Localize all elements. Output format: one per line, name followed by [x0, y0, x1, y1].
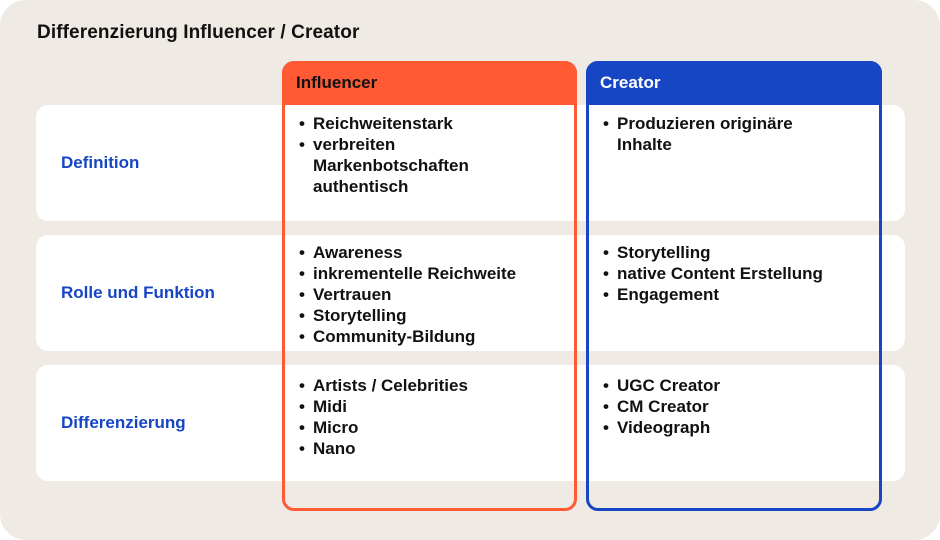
list-item: Storytelling [299, 305, 569, 326]
creator-column: Creator [586, 61, 882, 511]
list-item: Midi [299, 396, 569, 417]
list-item: Nano [299, 438, 569, 459]
list-item: Vertrauen [299, 284, 569, 305]
list-item: UGC Creator [603, 375, 873, 396]
cell-rolle-influencer: Awareness inkrementelle Reichweite Vertr… [299, 242, 569, 347]
list-item: Artists / Celebrities [299, 375, 569, 396]
list-item: CM Creator [603, 396, 873, 417]
list-item: Videograph [603, 417, 873, 438]
list-item: Storytelling [603, 242, 873, 263]
list-item: native Content Erstellung [603, 263, 873, 284]
list-item: Awareness [299, 242, 569, 263]
list-item: Engagement [603, 284, 873, 305]
list-item: Community-Bildung [299, 326, 569, 347]
list-item: verbreiten Markenbotschaften authentisch [299, 134, 529, 197]
creator-column-title: Creator [600, 73, 661, 92]
cell-differenzierung-influencer: Artists / Celebrities Midi Micro Nano [299, 375, 569, 459]
list-item: inkrementelle Reichweite [299, 263, 569, 284]
list-item: Reichweitenstark [299, 113, 529, 134]
list-item: Produzieren originäre Inhalte [603, 113, 803, 155]
list-item: Micro [299, 417, 569, 438]
creator-column-header: Creator [586, 61, 882, 105]
row-label-definition: Definition [61, 153, 140, 172]
row-label-rolle-und-funktion: Rolle und Funktion [61, 283, 215, 302]
cell-rolle-creator: Storytelling native Content Erstellung E… [603, 242, 873, 305]
cell-definition-influencer: Reichweitenstark verbreiten Markenbotsch… [299, 113, 529, 197]
row-label-differenzierung: Differenzierung [61, 413, 186, 432]
cell-definition-creator: Produzieren originäre Inhalte [603, 113, 803, 155]
slide-title: Differenzierung Influencer / Creator [37, 22, 360, 43]
cell-differenzierung-creator: UGC Creator CM Creator Videograph [603, 375, 873, 438]
influencer-column-title: Influencer [296, 73, 378, 92]
influencer-column-header: Influencer [282, 61, 577, 105]
influencer-column: Influencer [282, 61, 577, 511]
